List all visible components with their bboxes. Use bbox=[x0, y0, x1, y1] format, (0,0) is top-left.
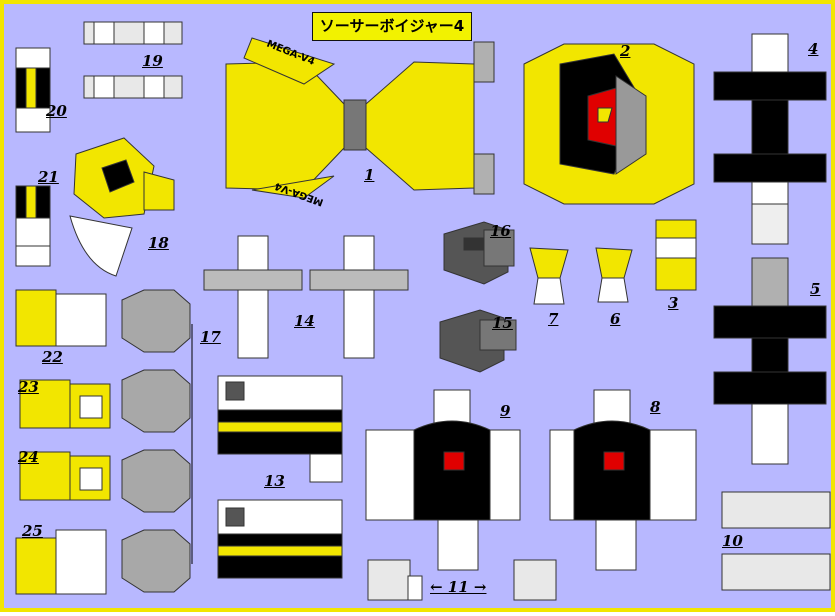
part-19 bbox=[83, 21, 183, 99]
part-number-24: 24 bbox=[18, 448, 39, 466]
part-number-2: 2 bbox=[620, 42, 631, 60]
part-number-14: 14 bbox=[294, 312, 315, 330]
part-14 bbox=[203, 235, 409, 359]
part-number-18: 18 bbox=[148, 234, 169, 252]
part-22 bbox=[15, 289, 107, 347]
part-number-7: 7 bbox=[548, 310, 559, 328]
part-17 bbox=[121, 289, 193, 593]
part-20 bbox=[15, 47, 51, 133]
part-9 bbox=[365, 389, 521, 571]
page-title: ソーサーボイジャー4 bbox=[312, 12, 472, 41]
part-5 bbox=[713, 257, 827, 465]
part-10 bbox=[721, 491, 831, 591]
part-number-8: 8 bbox=[650, 398, 661, 416]
part-24 bbox=[19, 451, 111, 501]
part-number-17: 17 bbox=[200, 328, 221, 346]
part-1 bbox=[225, 37, 495, 199]
part-16 bbox=[443, 221, 515, 285]
part-number-22: 22 bbox=[42, 348, 63, 366]
part-number-9: 9 bbox=[500, 402, 511, 420]
part-number-10: 10 bbox=[722, 532, 743, 550]
part-number-11-arrows: ← 11 → bbox=[430, 578, 487, 596]
part-number-23: 23 bbox=[18, 378, 39, 396]
parts-artwork: MEGA-V4 MEGA-V4 bbox=[15, 21, 831, 601]
part-number-21: 21 bbox=[38, 168, 59, 186]
part-6 bbox=[595, 247, 633, 303]
part-number-20: 20 bbox=[46, 102, 67, 120]
part-number-3: 3 bbox=[668, 294, 679, 312]
part-number-16: 16 bbox=[490, 222, 511, 240]
part-2 bbox=[523, 43, 695, 205]
part-number-19: 19 bbox=[142, 52, 163, 70]
part-4 bbox=[713, 33, 827, 245]
part-number-1: 1 bbox=[364, 166, 375, 184]
part-number-15: 15 bbox=[492, 314, 513, 332]
part-number-5: 5 bbox=[810, 280, 821, 298]
part-number-4: 4 bbox=[808, 40, 819, 58]
part-number-25: 25 bbox=[22, 522, 43, 540]
part-7 bbox=[529, 247, 569, 305]
part-8 bbox=[549, 389, 697, 571]
part-11 bbox=[367, 559, 557, 601]
part-number-13: 13 bbox=[264, 472, 285, 490]
part-number-6: 6 bbox=[610, 310, 621, 328]
part-15 bbox=[439, 309, 517, 373]
part-13 bbox=[217, 375, 343, 579]
part-3 bbox=[655, 219, 697, 291]
part-21 bbox=[15, 185, 51, 267]
part-18 bbox=[69, 137, 175, 277]
part-23 bbox=[19, 379, 111, 429]
part-25 bbox=[15, 529, 107, 595]
